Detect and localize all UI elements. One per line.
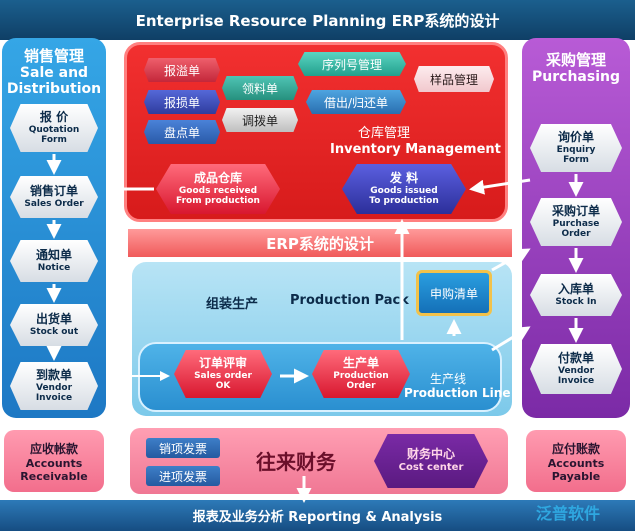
purchasing-enquiry-node[interactable]: 询价单 Enquiry Form — [530, 124, 622, 172]
sales-notice-node[interactable]: 通知单 Notice — [10, 240, 98, 282]
pill-overflow-report[interactable]: 报溢单 — [144, 58, 220, 82]
node-en: Goods issued — [370, 185, 438, 196]
sales-order-node[interactable]: 销售订单 Sales Order — [10, 176, 98, 218]
node-cn: 订单评审 — [198, 355, 247, 370]
payable-cn: 应付账款 — [551, 441, 600, 456]
sales-head-cn: 销售管理 — [23, 47, 84, 65]
node-en: Sales order — [194, 370, 252, 381]
node-cn: 财务中心 — [406, 447, 455, 462]
pill-material-requisition[interactable]: 领料单 — [222, 76, 298, 100]
node-cn: 发 料 — [389, 170, 419, 185]
node-cn: 询价单 — [557, 129, 594, 144]
finance-title: 往来财务 — [256, 450, 336, 474]
purchase-request-node[interactable]: 申购清单 — [416, 270, 492, 316]
purchasing-stock-in-node[interactable]: 入库单 Stock In — [530, 274, 622, 316]
erp-design-banner: ERP系统的设计 — [128, 229, 512, 257]
node-en2: From production — [176, 195, 260, 206]
goods-issued-node[interactable]: 发 料 Goods issued To production — [342, 164, 466, 214]
pill-loss-report[interactable]: 报损单 — [144, 90, 220, 114]
production-order-node[interactable]: 生产单 Production Order — [312, 350, 410, 398]
pill-loan-return[interactable]: 借出/归还单 — [306, 90, 406, 114]
node-cn: 采购订单 — [551, 203, 600, 218]
accounts-payable-box[interactable]: 应付账款 Accounts Payable — [526, 430, 626, 492]
payable-en2: Payable — [551, 469, 601, 483]
cost-center-node[interactable]: 财务中心 Cost center — [374, 434, 488, 488]
node-en: Production — [333, 370, 389, 381]
node-cn: 成品仓库 — [193, 170, 242, 185]
node-en2: Order — [561, 228, 591, 239]
node-cn: 报 价 — [39, 109, 69, 124]
node-en: Cost center — [398, 462, 464, 474]
node-cn: 付款单 — [557, 350, 594, 365]
sales-vendor-invoice-node[interactable]: 到款单 Vendor Invoice — [10, 362, 98, 410]
reporting-bar: 报表及业务分析 Reporting & Analysis — [0, 500, 635, 531]
node-en2: Form — [563, 154, 589, 165]
sales-head-en2: Distribution — [6, 81, 102, 98]
purchasing-head-cn: 采购管理 — [545, 51, 606, 69]
pill-stocktake[interactable]: 盘点单 — [144, 120, 220, 144]
node-en2: Form — [41, 134, 67, 145]
payable-en1: Accounts — [547, 456, 605, 470]
inventory-label-en: Inventory Management — [330, 142, 501, 157]
receivable-cn: 应收帐款 — [29, 441, 78, 456]
purchasing-vendor-invoice-node[interactable]: 付款单 Vendor Invoice — [530, 344, 622, 394]
node-en: Goods received — [178, 185, 258, 196]
node-en: Purchase — [552, 218, 600, 229]
purchasing-head-en: Purchasing — [532, 69, 620, 86]
sales-invoice-pill[interactable]: 销项发票 — [146, 438, 220, 458]
node-en2: Invoice — [35, 392, 73, 403]
node-cn: 入库单 — [557, 281, 594, 296]
node-cn: 通知单 — [35, 247, 72, 262]
node-en: Stock out — [29, 326, 79, 337]
node-cn: 生产单 — [342, 355, 379, 370]
node-en: Enquiry — [556, 144, 596, 155]
order-review-node[interactable]: 订单评审 Sales order OK — [174, 350, 272, 398]
node-en2: To production — [369, 195, 439, 206]
receivable-en2: Receivable — [20, 469, 88, 483]
node-cn: 销售订单 — [29, 183, 78, 198]
production-label-en: Production Pack — [290, 293, 409, 308]
node-en: Vendor — [35, 382, 73, 393]
receivable-en1: Accounts — [25, 456, 83, 470]
sales-column: 销售管理 Sale and Distribution — [2, 38, 106, 418]
node-en: Notice — [37, 262, 71, 273]
production-line-cn: 生产线 — [430, 372, 467, 386]
pill-transfer[interactable]: 调拨单 — [222, 108, 298, 132]
node-en2: Order — [346, 380, 376, 391]
accounts-receivable-box[interactable]: 应收帐款 Accounts Receivable — [4, 430, 104, 492]
node-en: Stock In — [555, 296, 597, 307]
node-en: Quotation — [28, 124, 80, 135]
pill-sample-management[interactable]: 样品管理 — [414, 66, 494, 92]
node-cn: 到款单 — [35, 367, 72, 382]
purchasing-order-node[interactable]: 采购订单 Purchase Order — [530, 198, 622, 246]
inventory-label-cn: 仓库管理 — [358, 126, 411, 141]
production-label-cn: 组装生产 — [206, 297, 259, 312]
sales-stock-out-node[interactable]: 出货单 Stock out — [10, 304, 98, 346]
node-cn: 出货单 — [35, 311, 72, 326]
page-title: Enterprise Resource Planning ERP系统的设计 — [0, 0, 635, 40]
node-en2: Invoice — [557, 375, 595, 386]
production-line-en: Production Line — [404, 386, 511, 400]
node-en2: OK — [215, 380, 231, 391]
node-en: Sales Order — [24, 198, 84, 209]
goods-received-node[interactable]: 成品仓库 Goods received From production — [156, 164, 280, 214]
pill-serial-number[interactable]: 序列号管理 — [298, 52, 406, 76]
sales-quotation-node[interactable]: 报 价 Quotation Form — [10, 104, 98, 152]
watermark-text: 泛普软件 — [536, 504, 601, 523]
sales-head-en1: Sale and — [19, 65, 89, 82]
purchase-invoice-pill[interactable]: 进项发票 — [146, 466, 220, 486]
node-en: Vendor — [557, 365, 595, 376]
